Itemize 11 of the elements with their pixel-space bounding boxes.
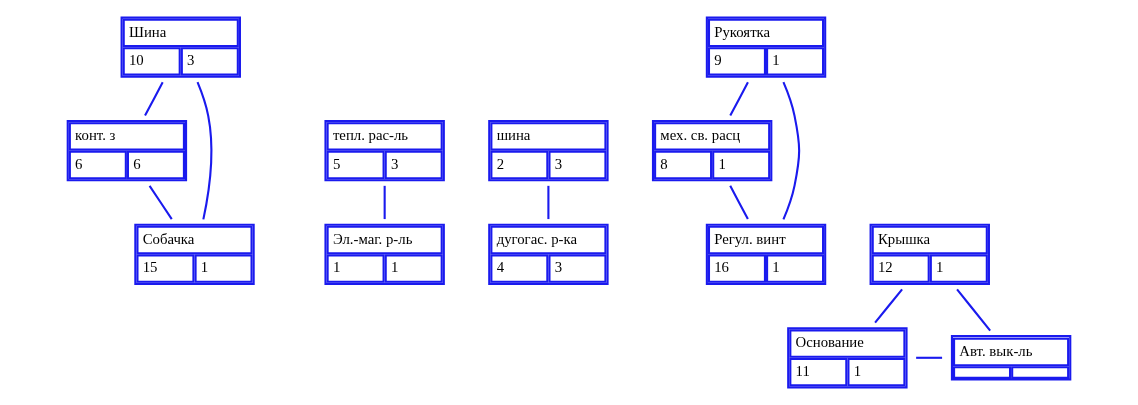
connector [144, 81, 164, 117]
connector [782, 81, 801, 220]
connector [874, 288, 903, 324]
connector [956, 288, 991, 332]
connector [729, 185, 749, 220]
connector [916, 356, 943, 359]
connector [196, 81, 213, 220]
connector [547, 185, 550, 220]
connector [729, 81, 749, 117]
connector [383, 185, 386, 220]
connector [148, 185, 173, 220]
